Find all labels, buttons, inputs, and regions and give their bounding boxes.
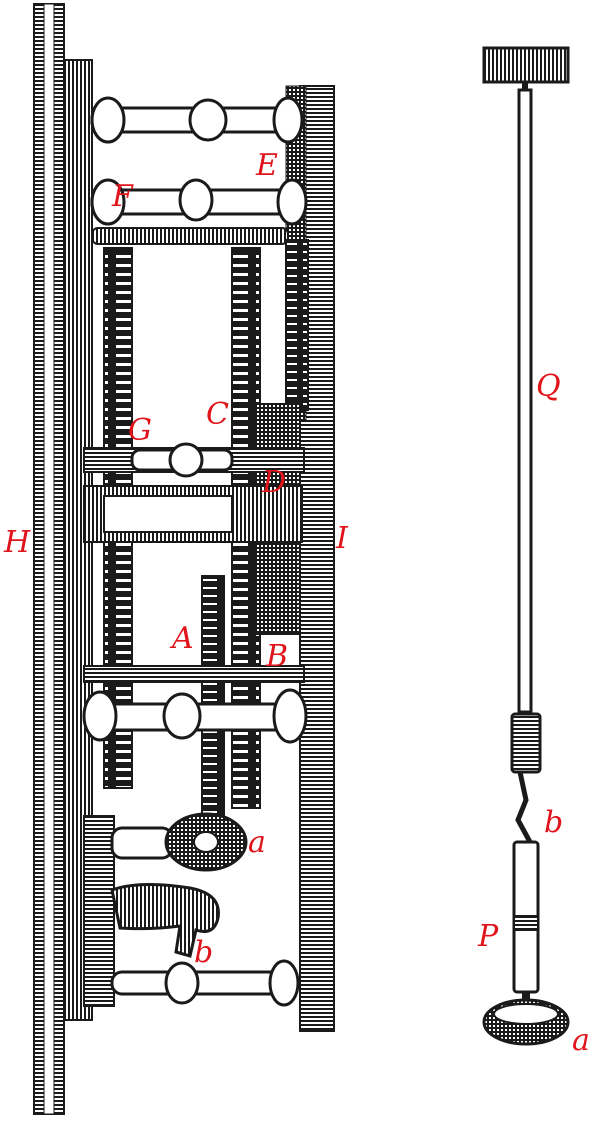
arbor-G (83, 442, 305, 478)
label-D: D (261, 465, 286, 500)
pillar-lower (82, 688, 308, 744)
label-a-right: a (572, 1023, 590, 1058)
label-P: P (477, 919, 499, 954)
crutch-link (515, 771, 533, 844)
label-G: G (128, 413, 152, 448)
label-H: H (3, 525, 31, 560)
label-C: C (206, 397, 229, 432)
label-b-left: b (194, 935, 213, 970)
label-b-right: b (544, 805, 563, 840)
suspension-spring-block (482, 46, 570, 84)
label-B: B (265, 639, 288, 674)
arbor-lower (83, 665, 305, 683)
label-A: A (169, 621, 194, 656)
pillar-bottom (110, 959, 300, 1007)
label-F: F (111, 179, 134, 214)
label-I: I (335, 521, 349, 556)
pendulum-rod (517, 88, 533, 714)
clock-movement: E F G C D H I A B a b (3, 3, 349, 1115)
rod-collar (510, 712, 542, 774)
label-a-left: a (248, 825, 266, 860)
label-E: E (255, 148, 278, 183)
label-Q: Q (536, 369, 561, 404)
barrel (83, 485, 303, 543)
wheel-E-teeth (285, 239, 309, 411)
wheel-A-teeth (201, 575, 225, 817)
pillar-top (90, 96, 304, 144)
pillar-upper (90, 178, 308, 245)
pendulum: Q b P a (477, 46, 590, 1058)
escapement-bracket (83, 812, 248, 1007)
